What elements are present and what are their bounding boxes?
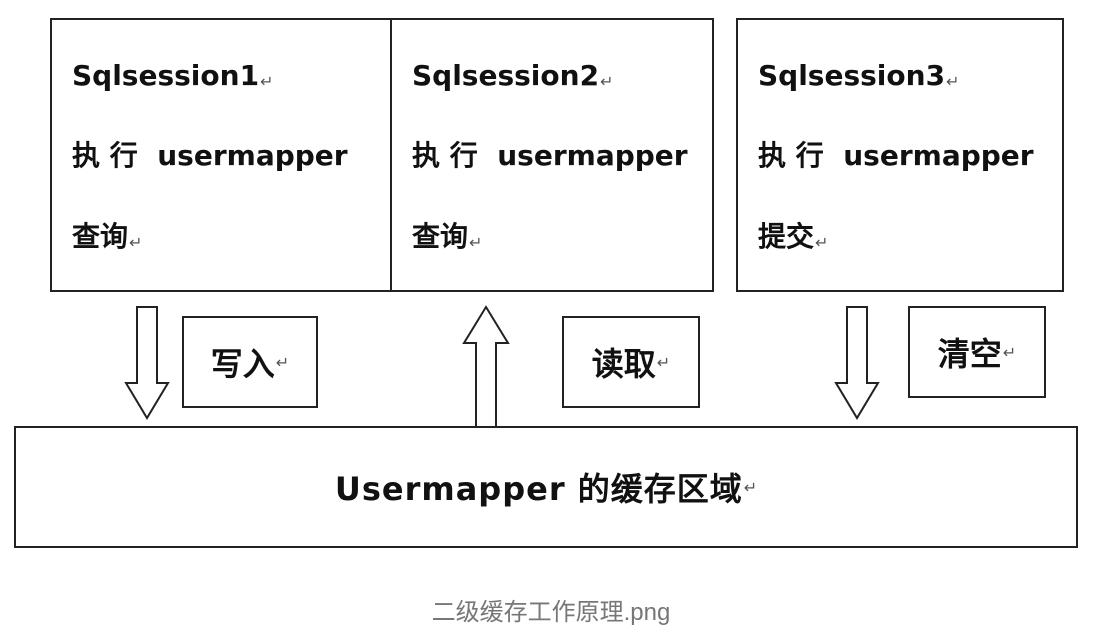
session-1-operation: 查询 xyxy=(72,220,129,253)
session-2-operation: 查询 xyxy=(412,220,469,253)
clear-label-box: 清空↵ xyxy=(908,306,1046,398)
session-1-title: Sqlsession1 xyxy=(72,59,260,92)
return-mark-icon: ↵ xyxy=(260,72,274,91)
clear-label: 清空 xyxy=(937,335,1002,373)
return-mark-icon: ↵ xyxy=(743,477,758,497)
write-label: 写入 xyxy=(210,345,275,383)
return-mark-icon: ↵ xyxy=(815,233,829,252)
read-label: 读取 xyxy=(591,345,656,383)
clear-down-arrow-icon xyxy=(834,306,880,420)
session-1-box: Sqlsession1↵ 执 行 usermapper 查询↵ xyxy=(50,18,392,292)
cache-area-label: Usermapper 的缓存区域 xyxy=(334,470,743,508)
session-3-box: Sqlsession3↵ 执 行 usermapper 提交↵ xyxy=(736,18,1064,292)
return-mark-icon: ↵ xyxy=(946,72,960,91)
session-3-operation: 提交 xyxy=(758,220,815,253)
session-2-title: Sqlsession2 xyxy=(412,59,600,92)
session-3-title: Sqlsession3 xyxy=(758,59,946,92)
read-up-arrow-icon xyxy=(462,305,510,430)
session-3-action: 执 行 usermapper xyxy=(758,139,1034,172)
return-mark-icon: ↵ xyxy=(275,352,290,372)
session-2-action: 执 行 usermapper xyxy=(412,139,688,172)
session-2-box: Sqlsession2↵ 执 行 usermapper 查询↵ xyxy=(390,18,714,292)
return-mark-icon: ↵ xyxy=(469,233,483,252)
write-label-box: 写入↵ xyxy=(182,316,318,408)
write-down-arrow-icon xyxy=(124,306,170,420)
return-mark-icon: ↵ xyxy=(656,352,671,372)
return-mark-icon: ↵ xyxy=(1002,342,1017,362)
read-label-box: 读取↵ xyxy=(562,316,700,408)
image-caption: 二级缓存工作原理.png xyxy=(431,599,671,626)
return-mark-icon: ↵ xyxy=(600,72,614,91)
cache-area-box: Usermapper 的缓存区域↵ xyxy=(14,426,1078,548)
return-mark-icon: ↵ xyxy=(129,233,143,252)
session-1-action: 执 行 usermapper xyxy=(72,139,348,172)
